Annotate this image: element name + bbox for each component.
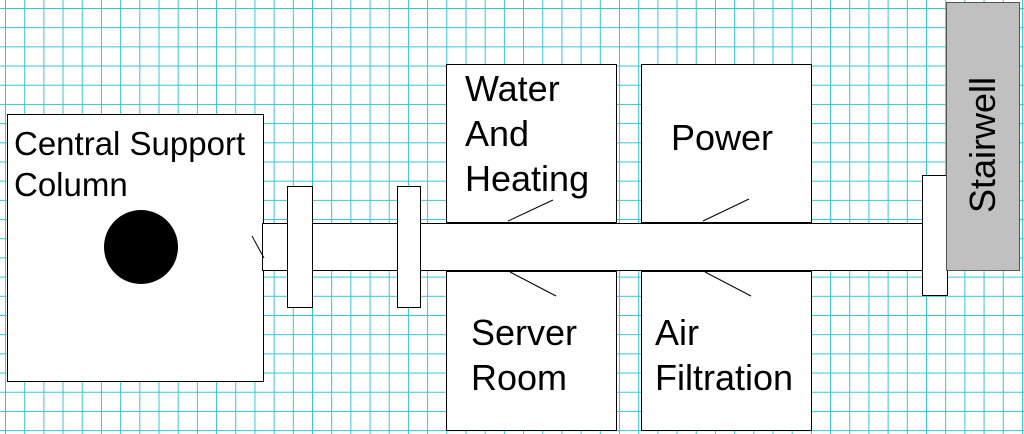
door-swing-central [251,235,265,259]
support-column-marker [104,210,178,284]
corridor-door-2 [397,186,421,308]
door-swing-air-filtration [704,271,752,297]
room-power-label: Power [671,117,774,158]
room-air-filtration-label: Air Filtration [655,312,794,398]
main-corridor [262,223,928,271]
door-swing-water-heating [507,199,554,222]
door-swing-power [702,198,750,222]
corridor-door-1 [287,186,313,308]
room-server-room [446,271,617,431]
room-water-and-heating [446,64,617,223]
room-server-room-label: Server Room [471,312,578,398]
door-swing-server-room [509,271,557,297]
stairwell-door [922,175,948,296]
room-air-filtration [641,271,812,431]
central-support-column-label: Central Support Column [14,125,246,204]
room-power [641,64,812,223]
stairwell [946,2,1020,271]
room-water-and-heating-label: Water And Heating [465,68,590,199]
